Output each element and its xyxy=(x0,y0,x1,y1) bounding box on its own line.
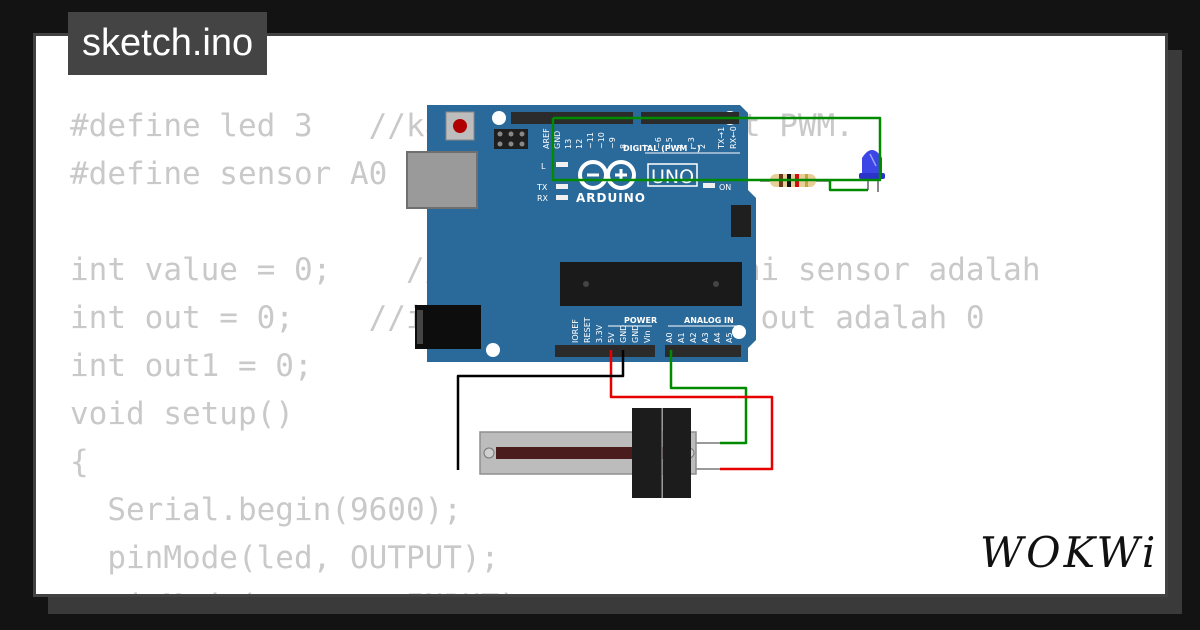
wire-5v-to-pot xyxy=(609,350,774,471)
pin-label: 5V xyxy=(607,332,616,343)
wire-gnd-to-led xyxy=(551,116,882,182)
power-analog-header xyxy=(555,345,741,357)
wire-pot-signal-to-a0 xyxy=(669,350,748,445)
pin-label: ~5 xyxy=(665,137,674,149)
code-line: pinMode(sensor, INPUT); xyxy=(70,582,1041,594)
icsp-header xyxy=(494,129,528,149)
slide-potentiometer-icon[interactable] xyxy=(479,408,720,498)
pin-label: RX←0 xyxy=(729,126,738,149)
pin-label: GND xyxy=(631,325,640,343)
pin-label: AREF xyxy=(542,128,551,149)
wires xyxy=(456,116,882,471)
pin-label: GND xyxy=(619,325,628,343)
arduino-logo: UNO ARDUINO xyxy=(576,160,698,205)
pin-label: ~3 xyxy=(687,137,696,149)
code-line: #define sensor A0 xyxy=(70,156,388,192)
power-label: POWER xyxy=(624,316,657,325)
pin-label: 3.3V xyxy=(595,324,604,343)
board-brand: ARDUINO xyxy=(576,191,646,205)
pin-label: A3 xyxy=(701,332,710,343)
code-line: pinMode(led, OUTPUT); xyxy=(70,540,500,576)
pin-label: Vin xyxy=(643,330,652,343)
pin-label: A0 xyxy=(665,332,674,343)
pin-label: TX→1 xyxy=(717,127,726,150)
pin-label: 2 xyxy=(698,144,707,149)
pin-label: ~9 xyxy=(608,137,617,149)
pin-label: ~11 xyxy=(586,132,595,149)
arduino-uno-board[interactable]: AREF GND 13 12 ~11 ~10 ~9 8 7 ~6 ~5 4 ~3… xyxy=(406,105,756,362)
code-line: Serial.begin(9600); xyxy=(70,492,462,528)
pin-labels-power-analog: IOREF RESET 3.3V 5V GND GND Vin A0 A1 A2… xyxy=(571,316,740,343)
mount-hole xyxy=(492,111,506,125)
wire-gnd-to-pot xyxy=(456,350,625,470)
digital-label: DIGITAL (PWM ~) xyxy=(623,144,701,153)
pin-label: A1 xyxy=(677,332,686,343)
mount-hole xyxy=(486,343,500,357)
code-line: void setup() xyxy=(70,396,294,432)
file-tab[interactable]: sketch.ino xyxy=(68,12,268,75)
pin-label: A5 xyxy=(725,332,734,343)
pin-label: A2 xyxy=(689,332,698,343)
pin-label: ~6 xyxy=(654,137,663,149)
microcontroller-chip xyxy=(560,262,742,306)
pin-label: ~10 xyxy=(597,132,606,149)
pin-label: 12 xyxy=(575,139,584,149)
status-leds: L TX RX ON xyxy=(536,162,731,203)
led-icon[interactable] xyxy=(859,150,885,192)
analog-in-label: ANALOG IN xyxy=(684,316,734,325)
pin-labels-digital: AREF GND 13 12 ~11 ~10 ~9 8 7 ~6 ~5 4 ~3… xyxy=(542,126,740,154)
pin-label: 8 xyxy=(619,144,628,149)
usb-port-icon xyxy=(406,151,478,209)
led-label-rx: RX xyxy=(537,194,549,203)
power-jack-icon xyxy=(415,305,481,349)
pin-label: IOREF xyxy=(571,319,580,343)
pin-label: 13 xyxy=(564,139,573,149)
led-label-l: L xyxy=(541,162,546,171)
wokwi-logo: WOKWi xyxy=(980,528,1159,577)
code-line: int out1 = 0; xyxy=(70,348,313,384)
pin-label: 7 xyxy=(643,144,652,149)
board-model: UNO xyxy=(651,166,694,188)
code-line: { xyxy=(70,444,89,480)
pin-label: 4 xyxy=(676,144,685,149)
reset-button-icon[interactable] xyxy=(445,111,475,141)
led-label-tx: TX xyxy=(536,183,548,192)
pin-label: RESET xyxy=(583,317,592,343)
pin-label: GND xyxy=(553,131,562,149)
led-label-on: ON xyxy=(719,183,731,192)
mount-hole xyxy=(732,325,746,339)
icsp-header-2 xyxy=(731,205,751,237)
wire-resistor-to-led xyxy=(828,181,868,192)
pin-label: A4 xyxy=(713,332,722,343)
